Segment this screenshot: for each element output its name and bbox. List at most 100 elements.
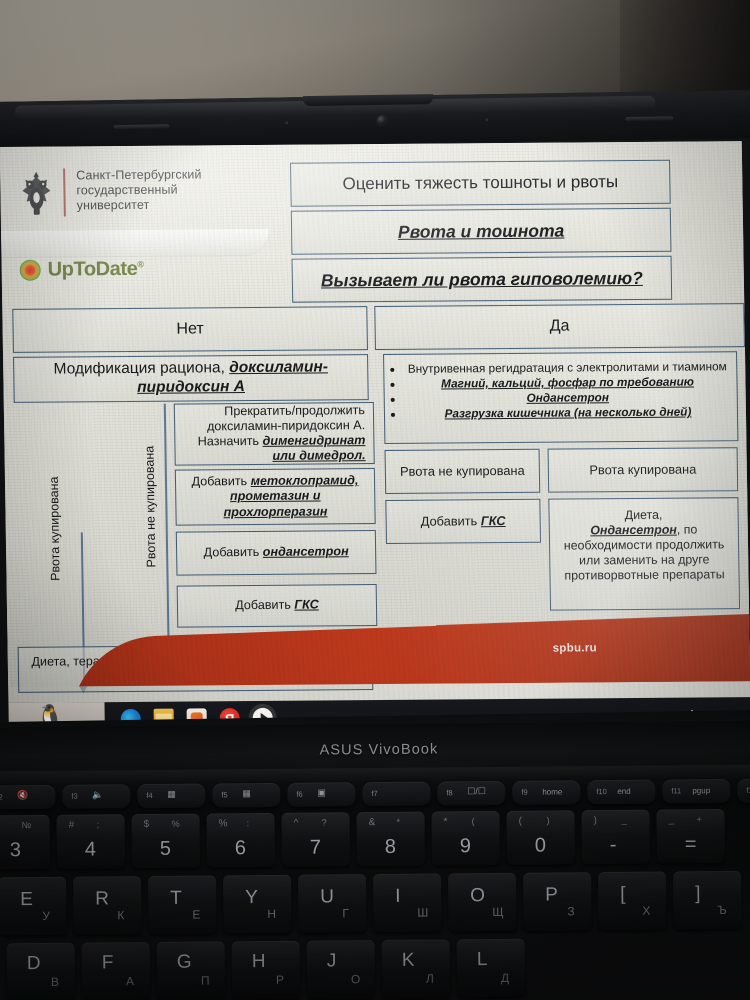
box-add-gks-right[interactable]: Добавить ГКС — [385, 498, 542, 544]
stop-line-3: Назначить — [197, 433, 263, 449]
meto-plain-text: Добавить — [191, 474, 251, 489]
iv-bullet-item: Магний, кальций, фосфар по требованию — [404, 374, 730, 391]
brightness-up-icon: ▣ — [317, 787, 326, 798]
gks-right-bold: ГКС — [480, 513, 506, 529]
stop-line-1: Прекратить/продолжить — [224, 402, 366, 419]
box-slide-title[interactable]: Рвота и тошнота — [290, 207, 672, 255]
uptodate-logo: UpToDate® — [19, 258, 144, 282]
slide-footer-banner: spbu.ru — [7, 611, 750, 687]
key-3[interactable]: "№3 — [0, 814, 50, 870]
onda-drug-name: ондансетрон — [262, 544, 349, 560]
box-add-metoclopramide[interactable]: Добавить метоклопрамид, прометазин и про… — [174, 468, 376, 526]
box-vomiting-not-stopped[interactable]: Рвота не купирована — [384, 448, 541, 494]
laptop-brand-label: ASUS VivoBook — [319, 741, 439, 759]
stop-drug-name: дименгидринат или димедрол. — [262, 433, 366, 463]
stop-line-2: доксиламин-пиридоксин A. — [206, 418, 366, 434]
key-f12-pgdn[interactable]: f12pgdn — [737, 778, 750, 803]
gks-right-plain-text: Добавить — [420, 513, 481, 530]
box-branch-no[interactable]: Нет — [12, 306, 368, 353]
diet-right-drug: Ондансетрон — [590, 522, 677, 538]
onda-plain-text: Добавить — [203, 545, 263, 560]
key-f7[interactable]: f7 — [362, 781, 431, 807]
key-7[interactable]: ^?7 — [281, 812, 350, 867]
key-6[interactable]: %:6 — [206, 812, 275, 868]
iv-bullet-item: Разгрузка кишечника (на несколько дней) — [405, 405, 731, 422]
box-iv-rehydration[interactable]: Внутривенная регидратация с электролитам… — [383, 351, 739, 444]
box-diet-modification[interactable]: Модификация рациона, доксиламин-пиридокс… — [13, 354, 369, 403]
mic-slot-left — [113, 124, 170, 130]
spbu-logo: Санкт-Петербургский государственный унив… — [18, 167, 202, 217]
key-equals[interactable]: _+= — [656, 808, 725, 864]
iv-bullet-list: Внутривенная регидратация с электролитам… — [390, 359, 731, 421]
key-bracket-left[interactable]: [Х — [598, 871, 667, 931]
iv-bullet-item: Ондансетрон — [405, 390, 731, 407]
connector-line-mid — [163, 403, 170, 636]
gks-left-plain-text: Добавить — [235, 598, 295, 613]
uptodate-globe-icon — [19, 259, 41, 281]
key-f3[interactable]: f3🔈 — [62, 784, 131, 809]
webcam-icon — [377, 115, 387, 125]
box-hypovolemia-question[interactable]: Вызывает ли рвота гиповолемию? — [291, 255, 673, 303]
box-branch-yes[interactable]: Да — [374, 303, 745, 351]
key-f5[interactable]: f5▦ — [212, 782, 281, 808]
keyboard-number-row: "№3 #;4 $%5 %:6 ^?7 &*8 *(9 ()0 )_- _+= — [0, 808, 725, 870]
laptop-screen: Санкт-Петербургский государственный унив… — [0, 141, 750, 719]
bezel-dot-right — [485, 118, 489, 122]
key-bracket-right[interactable]: ]Ъ — [673, 870, 742, 930]
spbu-logo-text: Санкт-Петербургский государственный унив… — [76, 167, 202, 213]
key-f2[interactable]: f2🔇 — [0, 784, 56, 810]
key-minus[interactable]: )_- — [581, 809, 650, 865]
key-f4[interactable]: f4▦ — [137, 783, 206, 809]
gks-left-bold: ГКС — [294, 597, 319, 613]
spbu-crest-icon — [22, 171, 51, 215]
laptop-lid: Санкт-Петербургский государственный унив… — [0, 89, 750, 753]
slide-content: Санкт-Петербургский государственный унив… — [0, 141, 750, 694]
brightness-down-icon: ▦ — [242, 788, 251, 799]
footer-url-text: spbu.ru — [552, 642, 598, 655]
box-vomiting-stopped[interactable]: Рвота купирована — [547, 447, 739, 493]
slide-swoosh-decoration — [1, 228, 270, 257]
logo-divider — [63, 168, 66, 217]
laptop-deck: ASUS VivoBook f2🔇 f3🔈 f4▦ f5▦ f6▣ f7 f8☐… — [0, 720, 750, 1000]
key-9[interactable]: *(9 — [431, 810, 500, 866]
display-switch-icon: ☐/☐ — [467, 786, 487, 797]
vertical-label-vomiting-not-stopped: Рвота не купирована — [142, 445, 159, 568]
hinge-bump — [302, 94, 434, 107]
box-add-ondansetron-left[interactable]: Добавить ондансетрон — [175, 530, 377, 576]
bezel-dot-left — [285, 121, 289, 125]
vertical-label-vomiting-stopped: Рвота купирована — [46, 476, 63, 581]
box-assess-severity[interactable]: Оценить тяжесть тошноты и рвоты — [290, 159, 671, 207]
mic-slot-right — [625, 116, 674, 122]
box-diet-ondansetron[interactable]: Диета, Ондансетрон, по необходимости про… — [548, 497, 741, 611]
key-5[interactable]: $%5 — [131, 813, 200, 869]
key-8[interactable]: &*8 — [356, 811, 425, 867]
key-f8[interactable]: f8☐/☐ — [437, 780, 506, 806]
key-0[interactable]: ()0 — [506, 810, 575, 865]
keyboard-backlight-icon: ▦ — [167, 788, 176, 799]
key-4[interactable]: #;4 — [56, 814, 125, 869]
key-f6[interactable]: f6▣ — [287, 782, 356, 807]
mute-icon: 🔇 — [17, 790, 29, 801]
box-stop-continue-doxylamine[interactable]: Прекратить/продолжить доксиламин-пиридок… — [173, 402, 375, 466]
